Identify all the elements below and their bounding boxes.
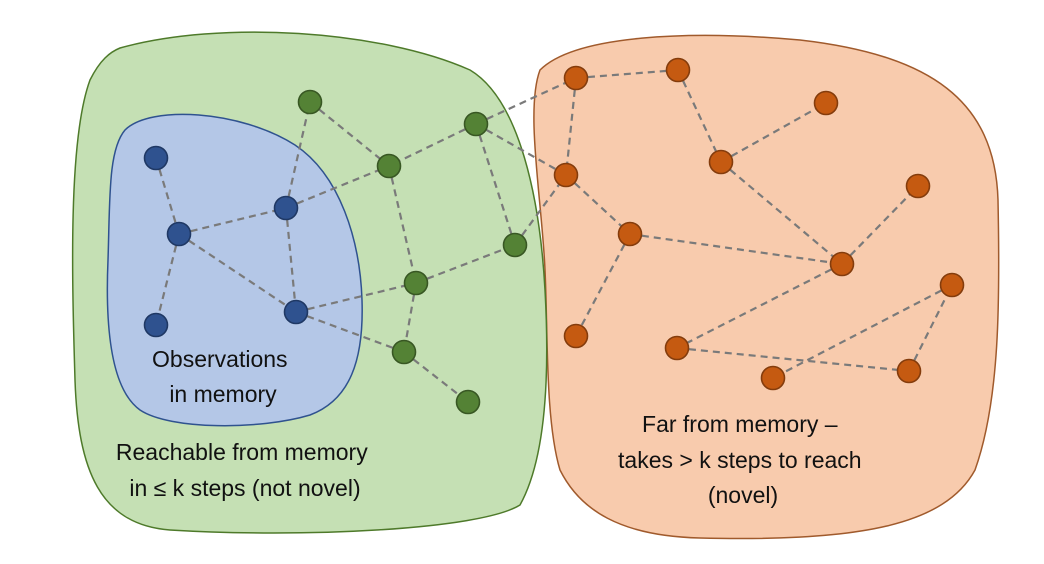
- edge-g2-o1: [475, 77, 577, 125]
- memory-node-b3: [143, 312, 169, 338]
- reachable-node-g7: [455, 389, 481, 415]
- novel-label-line-3: (novel): [708, 482, 778, 508]
- reachable-node-g1: [297, 89, 323, 115]
- edge-o1-o2: [575, 68, 679, 80]
- edge-g2-g5: [474, 123, 517, 246]
- reachable-node-g2: [463, 111, 489, 137]
- novel-label-line-2: takes > k steps to reach: [618, 447, 862, 473]
- novel-node-o12: [896, 358, 922, 384]
- edge-o10-o12: [676, 346, 910, 373]
- reachable-node-g5: [502, 232, 528, 258]
- novel-node-o9: [563, 323, 589, 349]
- reachable-label-line-1: Reachable from memory: [116, 439, 368, 465]
- novel-node-o7: [617, 221, 643, 247]
- nodes-layer: [143, 57, 965, 415]
- memory-node-b2: [166, 221, 192, 247]
- reachable-node-g6: [391, 339, 417, 365]
- memory-label-line-2: in memory: [169, 381, 277, 407]
- edge-o3-o7: [565, 174, 631, 235]
- novel-node-o10: [664, 335, 690, 361]
- novel-node-o5: [813, 90, 839, 116]
- edge-o12-o11: [908, 284, 953, 372]
- memory-node-b5: [283, 299, 309, 325]
- novel-node-o8: [829, 251, 855, 277]
- novel-node-o3: [553, 162, 579, 188]
- edge-o7-o9: [575, 233, 631, 337]
- edge-o2-o4: [677, 69, 722, 163]
- reachable-label: Reachable from memory in ≤ k steps (not …: [116, 439, 374, 501]
- edge-b4-b5: [284, 207, 298, 313]
- edge-b1-b2: [154, 157, 181, 235]
- novel-node-o11: [939, 272, 965, 298]
- novel-node-o6: [905, 173, 931, 199]
- edge-o4-o8: [720, 161, 843, 265]
- edge-o8-o10: [676, 263, 843, 349]
- edge-b2-b3: [154, 233, 181, 326]
- edge-g6-g7: [403, 351, 469, 403]
- edge-g2-o3: [475, 123, 567, 176]
- reachable-node-g3: [376, 153, 402, 179]
- reachable-label-line-2: in ≤ k steps (not novel): [129, 475, 360, 501]
- reachable-node-g4: [403, 270, 429, 296]
- edge-g4-g5: [415, 243, 516, 285]
- memory-label-line-1: Observations: [152, 346, 288, 372]
- edge-b4-g3: [285, 164, 390, 210]
- edge-g3-g4: [387, 165, 418, 284]
- novel-label: Far from memory – takes > k steps to rea…: [618, 411, 868, 508]
- edge-g1-g3: [309, 101, 390, 167]
- edges-layer: [154, 68, 953, 403]
- memory-label: Observations in memory: [152, 346, 294, 407]
- edge-b4-g1: [284, 101, 312, 209]
- edge-o4-o5: [720, 102, 827, 163]
- edge-g2-g3: [388, 123, 477, 167]
- novel-node-o4: [708, 149, 734, 175]
- memory-node-b4: [273, 195, 299, 221]
- novel-node-o2: [665, 57, 691, 83]
- edge-o8-o6: [841, 185, 919, 265]
- novel-node-o13: [760, 365, 786, 391]
- edge-b2-b4: [178, 206, 287, 236]
- novel-label-line-1: Far from memory –: [642, 411, 838, 437]
- memory-node-b1: [143, 145, 169, 171]
- edge-g5-o3: [514, 174, 567, 246]
- novel-node-o1: [563, 65, 589, 91]
- edge-o11-o13: [772, 284, 953, 379]
- edge-o1-o3: [564, 77, 578, 176]
- edge-b5-g4: [295, 281, 417, 314]
